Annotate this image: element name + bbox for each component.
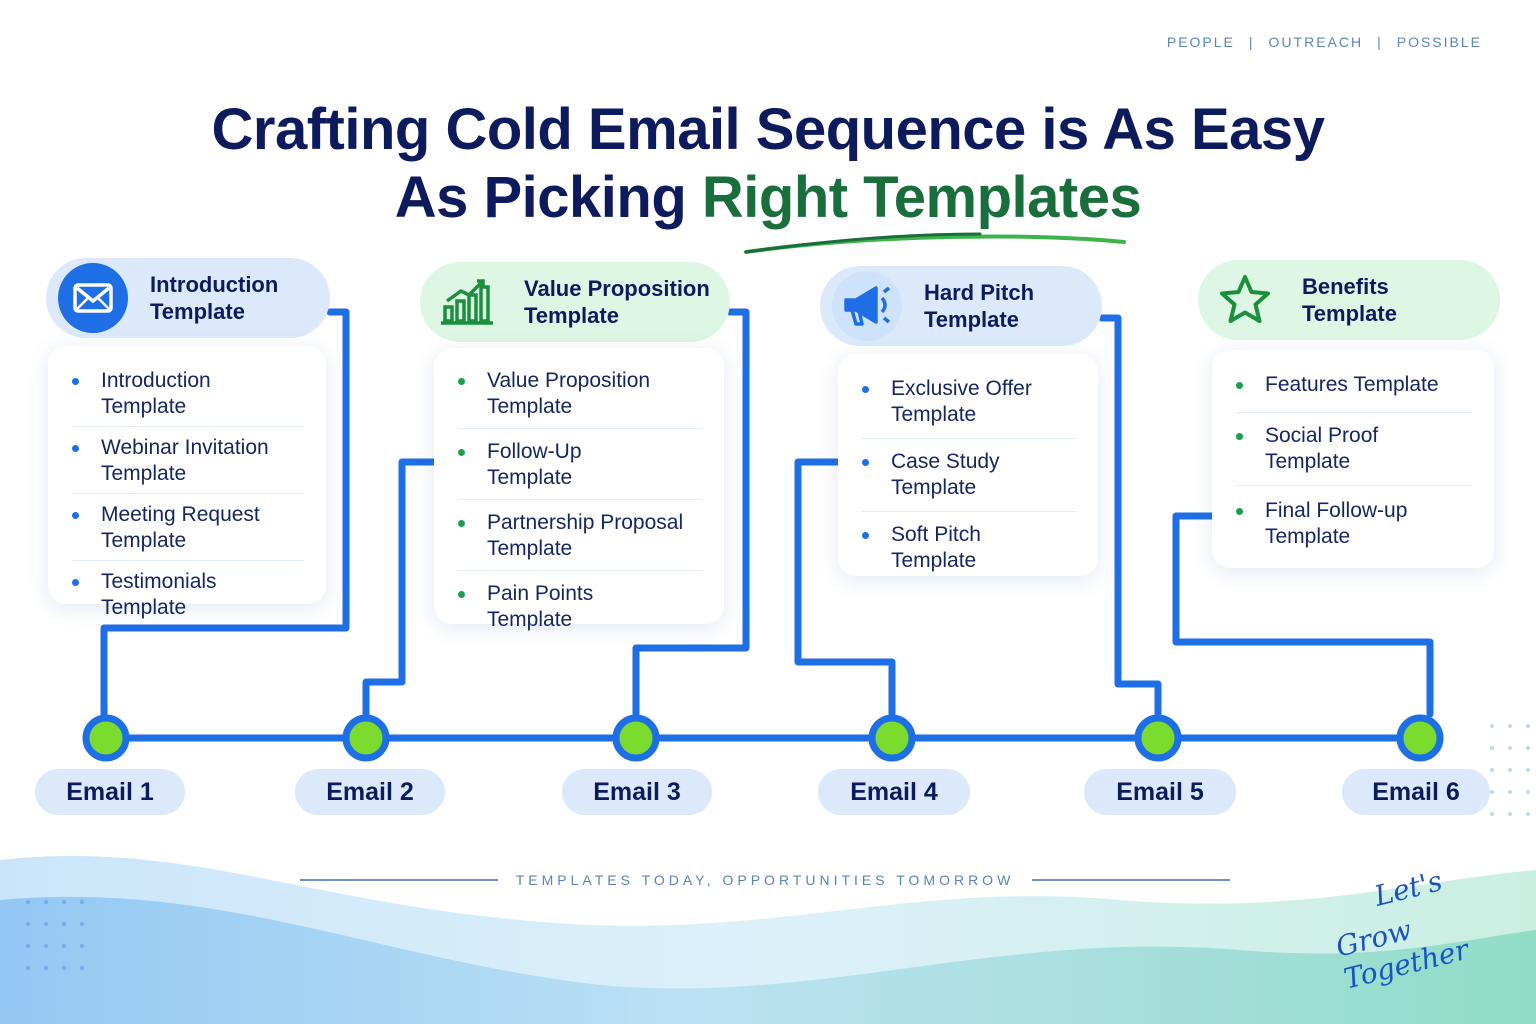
nav-separator: | [1248, 34, 1255, 50]
category-header-hard-pitch: Hard Pitch Template [820, 266, 1102, 346]
email-step-1: Email 1 [35, 769, 185, 815]
bullet-dot [862, 459, 869, 466]
category-header-introduction: Introduction Template [46, 258, 330, 338]
nav-item-outreach: OUTREACH [1268, 34, 1364, 50]
template-list-item[interactable]: Follow-Up Template [458, 429, 702, 500]
email-step-5: Email 5 [1084, 769, 1236, 815]
bullet-dot [72, 512, 79, 519]
bullet-dot [458, 591, 465, 598]
bullet-dot [72, 579, 79, 586]
timeline-node [342, 714, 390, 762]
email-step-2: Email 2 [295, 769, 445, 815]
template-name: Soft Pitch Template [891, 523, 981, 572]
category-title: Benefits Template [1302, 274, 1397, 326]
template-name: Follow-Up Template [487, 440, 582, 489]
template-list-item[interactable]: Case Study Template [862, 439, 1076, 512]
template-list-item[interactable]: Webinar Invitation Template [72, 427, 304, 494]
nav-item-possible: POSSIBLE [1396, 34, 1482, 50]
connector-lines [100, 308, 1434, 742]
footer-tagline: TEMPLATES TODAY, OPPORTUNITIES TOMORROW [300, 872, 1231, 888]
template-list-item[interactable]: Soft Pitch Template [862, 512, 1076, 584]
template-name: Final Follow-up Template [1265, 499, 1408, 548]
template-name: Exclusive Offer Template [891, 377, 1032, 426]
bullet-dot [862, 386, 869, 393]
title-line-2-prefix: As Picking [394, 165, 702, 230]
title-line-1: Crafting Cold Email Sequence is As Easy [211, 97, 1325, 162]
template-name: Partnership Proposal Template [487, 511, 684, 560]
template-list-item[interactable]: Final Follow-up Template [1236, 486, 1472, 560]
template-name: Case Study Template [891, 450, 1000, 499]
bullet-dot [72, 445, 79, 452]
star-icon [1210, 265, 1280, 335]
template-list-item[interactable]: Partnership Proposal Template [458, 500, 702, 571]
divider-line [1032, 879, 1231, 881]
title-highlight: Right Templates [701, 165, 1142, 230]
bullet-dot [1236, 433, 1243, 440]
category-header-benefits: Benefits Template [1198, 260, 1500, 340]
timeline-node [1396, 714, 1444, 762]
bullet-dot [458, 449, 465, 456]
email-step-3: Email 3 [562, 769, 712, 815]
megaphone-icon [832, 271, 902, 341]
envelope-icon [58, 263, 128, 333]
timeline-node [868, 714, 916, 762]
title-underline-swoosh [744, 232, 1126, 254]
timeline-node [1134, 714, 1182, 762]
nav-separator: | [1377, 34, 1383, 50]
template-name: Value Proposition Template [487, 369, 651, 418]
bullet-dot [458, 378, 465, 385]
email-step-4: Email 4 [818, 769, 970, 815]
template-list-item[interactable]: Testimonials Template [72, 561, 304, 627]
category-title: Hard Pitch Template [924, 280, 1035, 332]
template-name: Testimonials Template [101, 570, 217, 619]
divider-line [300, 879, 498, 881]
page-title: Crafting Cold Email Sequence is As Easy … [0, 96, 1536, 232]
template-name: Features Template [1265, 373, 1439, 396]
template-name: Pain Points Template [487, 582, 594, 631]
bullet-dot [72, 378, 79, 385]
email-step-6: Email 6 [1342, 769, 1490, 815]
template-list-item[interactable]: Meeting Request Template [72, 494, 304, 561]
template-list-item[interactable]: Pain Points Template [458, 571, 702, 641]
template-name: Social Proof Template [1265, 424, 1379, 473]
template-name: Meeting Request Template [101, 503, 260, 552]
template-list-item[interactable]: Features Template [1236, 360, 1472, 413]
bullet-dot [1236, 382, 1243, 389]
bullet-dot [458, 520, 465, 527]
template-name: Webinar Invitation Template [101, 436, 269, 485]
nav-item-people: PEOPLE [1166, 34, 1235, 50]
category-card-hard-pitch: Exclusive Offer Template Case Study Temp… [838, 354, 1098, 576]
bullet-dot [862, 532, 869, 539]
bar-chart-growth-icon [432, 267, 502, 337]
template-list-item[interactable]: Exclusive Offer Template [862, 364, 1076, 439]
template-list-item[interactable]: Social Proof Template [1236, 413, 1472, 486]
template-list-item[interactable]: Introduction Template [72, 356, 304, 427]
timeline-node [82, 714, 130, 762]
category-card-value-proposition: Value Proposition Template Follow-Up Tem… [434, 348, 724, 631]
category-title: Value Proposition Template [524, 276, 710, 328]
top-tagline-nav: PEOPLE | OUTREACH | POSSIBLE [1167, 34, 1482, 50]
category-title: Introduction Template [150, 272, 279, 324]
title-line-2: As Picking Right Templates [0, 164, 1536, 232]
category-card-introduction: Introduction Template Webinar Invitation… [48, 346, 326, 619]
bullet-dot [1236, 508, 1243, 515]
tagline-text: TEMPLATES TODAY, OPPORTUNITIES TOMORROW [515, 872, 1015, 888]
category-card-benefits: Features Template Social Proof Template … [1212, 350, 1494, 568]
signature-lets-grow-together: Let's Grow Together [1333, 864, 1508, 995]
category-header-value-proposition: Value Proposition Template [420, 262, 730, 342]
template-list-item[interactable]: Value Proposition Template [458, 358, 702, 429]
template-name: Introduction Template [101, 369, 211, 418]
timeline-node [612, 714, 660, 762]
